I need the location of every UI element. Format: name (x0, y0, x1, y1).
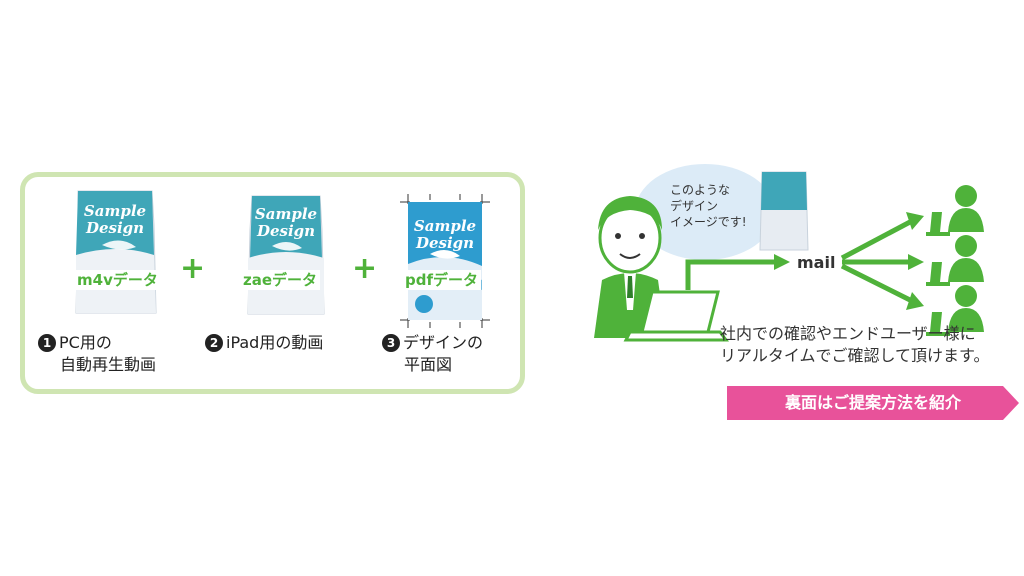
package-title: Sample Design (83, 202, 147, 237)
package-title: Sample Design (413, 217, 477, 252)
mail-label: mail (797, 253, 836, 272)
zae-data-label: zaeデータ (240, 270, 321, 290)
flat-design-icon: Sample Design (400, 194, 490, 328)
speech-bubble (635, 164, 775, 260)
user-icon (926, 285, 984, 336)
arrow-icon (908, 254, 924, 270)
number-badge: 2 (205, 334, 223, 352)
caption-line: 自動再生動画 (60, 355, 157, 374)
pouch-package-icon (759, 171, 809, 251)
arrow-icon (774, 254, 790, 270)
arrow-icon (906, 292, 924, 310)
description-line: リアルタイムでご確認して頂けます。 (720, 346, 990, 365)
m4v-data-label: m4vデータ (74, 270, 161, 290)
laptop-icon (623, 290, 729, 342)
user-icon (926, 235, 984, 286)
pdf-data-label: pdfデータ (402, 270, 482, 290)
banner-arrow (727, 386, 1019, 420)
caption-line: 平面図 (404, 355, 453, 374)
pouch-package-icon: Sample Design (72, 185, 158, 320)
caption-line: PC用の (59, 333, 112, 352)
plus-sign: + (352, 251, 378, 286)
speech-bubble-text: このような デザイン イメージです! (670, 183, 747, 229)
description-line: 社内での確認やエンドユーザー様に (720, 324, 976, 343)
caption-line: iPad用の動画 (226, 333, 324, 352)
number-badge: 1 (38, 334, 56, 352)
package-title: Sample Design (254, 205, 318, 240)
arrow-icon (906, 212, 924, 230)
number-badge: 3 (382, 334, 400, 352)
share-diagram (594, 164, 984, 342)
pouch-package-icon: Sample Design (246, 190, 326, 320)
businessman-icon (594, 196, 666, 338)
banner-text: 裏面はご提案方法を紹介 (784, 393, 961, 412)
plus-sign: + (180, 251, 206, 286)
caption-line: デザインの (403, 333, 484, 352)
user-icon (926, 185, 984, 236)
